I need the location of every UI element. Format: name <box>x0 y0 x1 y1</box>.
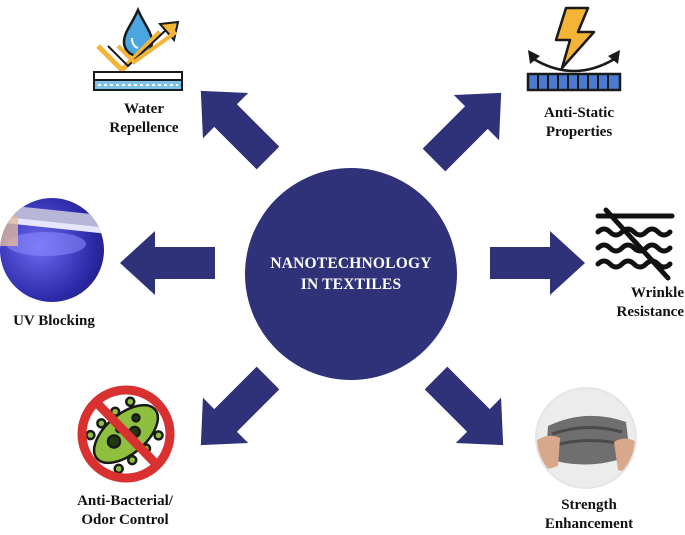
water-label-line2: Repellence <box>109 120 179 136</box>
strength-label-line1: Strength <box>561 497 617 513</box>
static-label-line2: Properties <box>545 124 613 140</box>
anti-static-label: Anti-Static Properties <box>524 104 634 142</box>
bacteria-label-line2: Odor Control <box>81 512 169 528</box>
water-repellence-label: Water Repellence <box>94 100 194 138</box>
center-title-line2: IN TEXTILES <box>300 276 402 293</box>
center-title-line1: NANOTECHNOLOGY <box>270 255 432 272</box>
static-label-line1: Anti-Static <box>544 105 614 121</box>
anti-bacterial-label: Anti-Bacterial/ Odor Control <box>60 492 190 530</box>
stretch-fabric-photo <box>535 387 637 489</box>
strength-enhancement-label: Strength Enhancement <box>534 496 644 534</box>
bacteria-label-line1: Anti-Bacterial/ <box>77 493 173 509</box>
uv-blocking-label: UV Blocking <box>0 312 108 331</box>
arrow-to-wrinkle-resistance <box>490 231 585 295</box>
no-wrinkle-icon <box>595 207 675 281</box>
arrow-to-strength <box>413 355 526 468</box>
water-label-line1: Water <box>124 101 164 117</box>
uv-label-line1: UV Blocking <box>13 313 95 329</box>
uv-light-photo <box>0 198 104 302</box>
arrow-to-anti-static <box>411 70 524 183</box>
wrinkle-resistance-label: Wrinkle Resistance <box>580 284 685 322</box>
arrow-to-uv-blocking <box>120 231 215 295</box>
lightning-fabric-icon <box>526 6 622 92</box>
strength-label-line2: Enhancement <box>544 516 634 532</box>
no-bacteria-icon <box>77 385 175 483</box>
wrinkle-label-line2: Resistance <box>616 304 685 320</box>
arrow-to-anti-bacterial <box>178 355 291 468</box>
center-circle: NANOTECHNOLOGY IN TEXTILES <box>245 168 457 380</box>
wrinkle-label-line1: Wrinkle <box>630 285 684 301</box>
water-drop-fabric-icon <box>93 6 183 91</box>
